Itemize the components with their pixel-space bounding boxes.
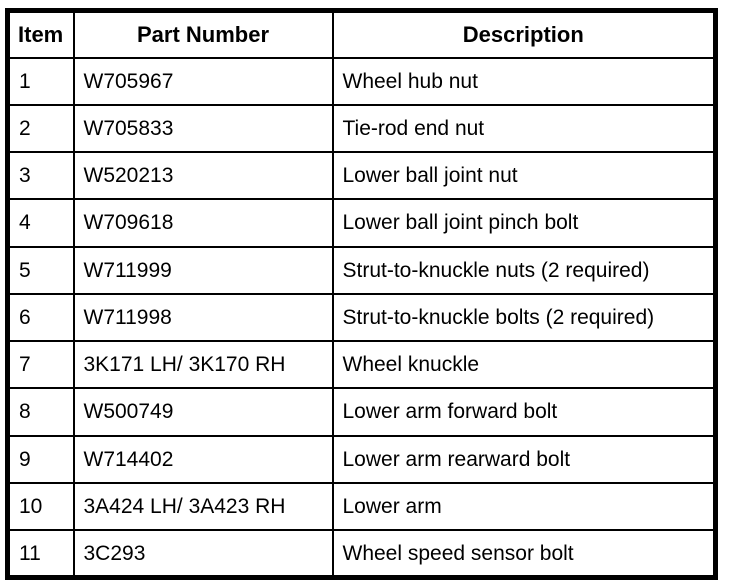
table-row: 2 W705833 Tie-rod end nut bbox=[6, 103, 717, 154]
column-header-item: Item bbox=[6, 9, 75, 59]
table-row: 6 W711998 Strut-to-knuckle bolts (2 requ… bbox=[6, 292, 717, 343]
cell-description: Strut-to-knuckle bolts (2 required) bbox=[331, 292, 717, 343]
cell-item: 10 bbox=[6, 481, 75, 532]
cell-item: 2 bbox=[6, 103, 75, 154]
cell-description: Wheel hub nut bbox=[331, 56, 717, 106]
cell-item: 11 bbox=[6, 529, 75, 579]
cell-description: Tie-rod end nut bbox=[331, 103, 717, 154]
table-row: 4 W709618 Lower ball joint pinch bolt bbox=[6, 198, 717, 248]
cell-part-number: 3C293 bbox=[72, 529, 334, 579]
cell-part-number: W705967 bbox=[72, 56, 334, 106]
cell-part-number: W711998 bbox=[72, 292, 334, 343]
table-row: 1 W705967 Wheel hub nut bbox=[6, 56, 717, 106]
cell-description: Lower ball joint nut bbox=[331, 151, 717, 201]
cell-item: 9 bbox=[6, 434, 75, 484]
table-row: 10 3A424 LH/ 3A423 RH Lower arm bbox=[6, 481, 717, 532]
cell-item: 5 bbox=[6, 245, 75, 295]
cell-description: Wheel knuckle bbox=[331, 340, 717, 390]
column-header-description: Description bbox=[331, 9, 717, 59]
cell-item: 7 bbox=[6, 340, 75, 390]
cell-part-number: 3K171 LH/ 3K170 RH bbox=[72, 340, 334, 390]
cell-item: 3 bbox=[6, 151, 75, 201]
cell-item: 6 bbox=[6, 292, 75, 343]
table-row: 7 3K171 LH/ 3K170 RH Wheel knuckle bbox=[6, 340, 717, 390]
cell-item: 4 bbox=[6, 198, 75, 248]
cell-part-number: W520213 bbox=[72, 151, 334, 201]
cell-part-number: W711999 bbox=[72, 245, 334, 295]
cell-description: Lower arm bbox=[331, 481, 717, 532]
cell-part-number: 3A424 LH/ 3A423 RH bbox=[72, 481, 334, 532]
cell-part-number: W709618 bbox=[72, 198, 334, 248]
cell-description: Lower ball joint pinch bolt bbox=[331, 198, 717, 248]
parts-table: Item Part Number Description 1 W705967 W… bbox=[5, 8, 718, 580]
cell-description: Strut-to-knuckle nuts (2 required) bbox=[331, 245, 717, 295]
table-row: 11 3C293 Wheel speed sensor bolt bbox=[6, 529, 717, 579]
cell-description: Lower arm forward bolt bbox=[331, 387, 717, 437]
cell-description: Lower arm rearward bolt bbox=[331, 434, 717, 484]
cell-part-number: W705833 bbox=[72, 103, 334, 154]
cell-item: 1 bbox=[6, 56, 75, 106]
table-header-row: Item Part Number Description bbox=[6, 9, 717, 59]
table-row: 5 W711999 Strut-to-knuckle nuts (2 requi… bbox=[6, 245, 717, 295]
table-row: 8 W500749 Lower arm forward bolt bbox=[6, 387, 717, 437]
column-header-part-number: Part Number bbox=[72, 9, 334, 59]
table-row: 9 W714402 Lower arm rearward bolt bbox=[6, 434, 717, 484]
cell-description: Wheel speed sensor bolt bbox=[331, 529, 717, 579]
cell-part-number: W714402 bbox=[72, 434, 334, 484]
cell-part-number: W500749 bbox=[72, 387, 334, 437]
table-row: 3 W520213 Lower ball joint nut bbox=[6, 151, 717, 201]
cell-item: 8 bbox=[6, 387, 75, 437]
